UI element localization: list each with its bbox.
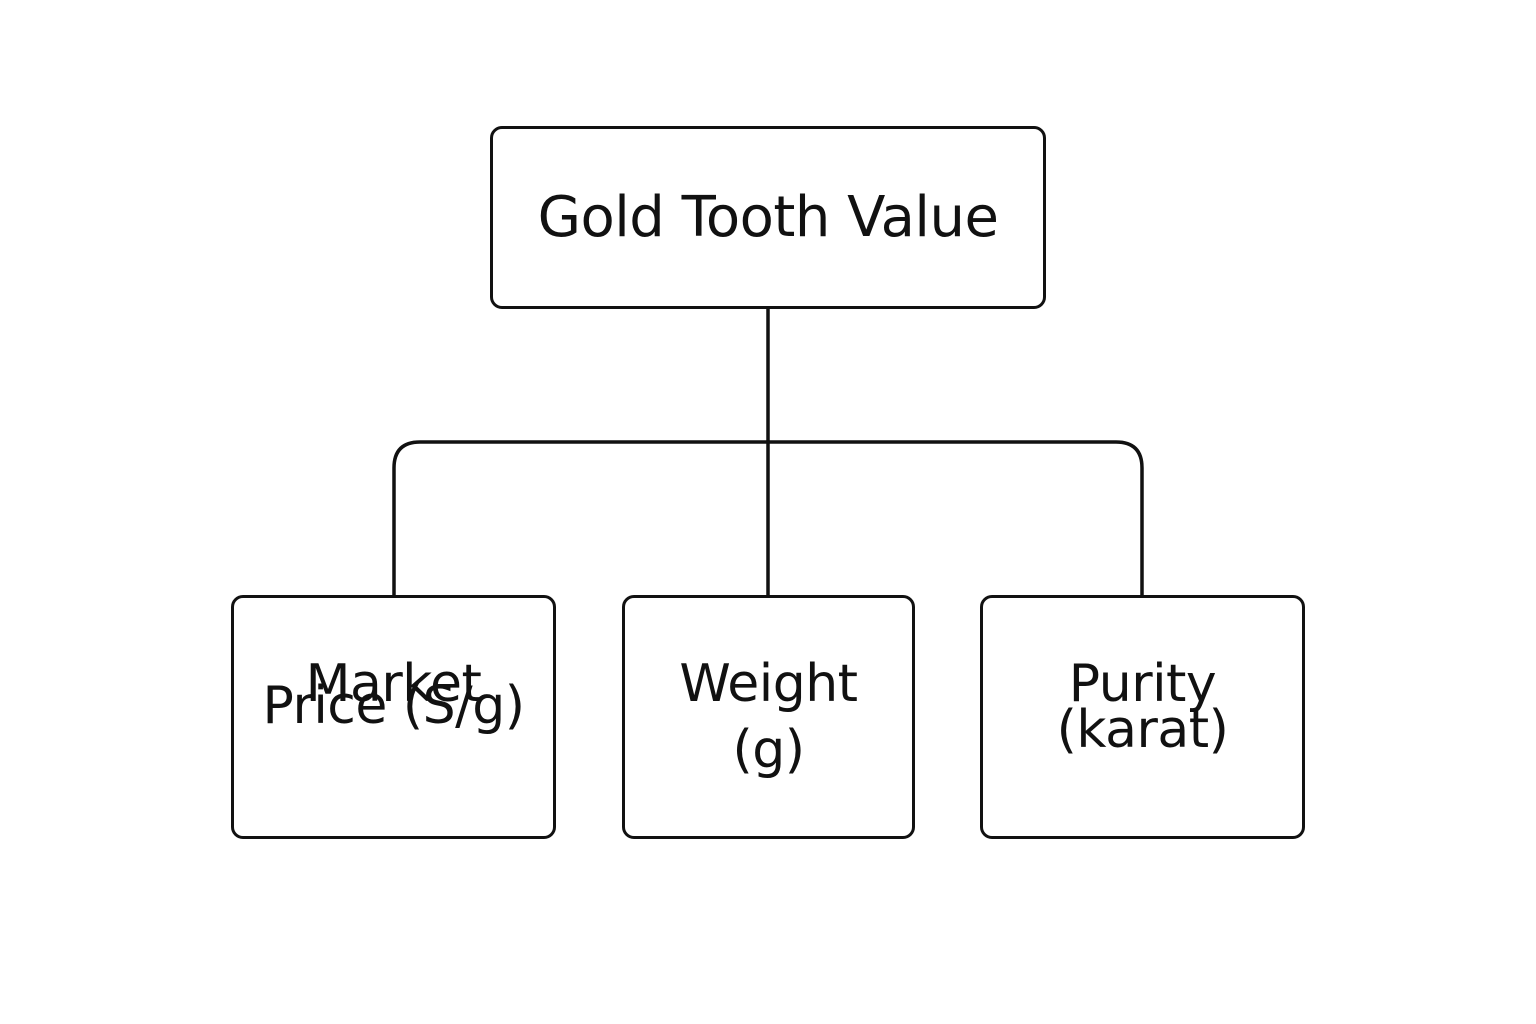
connector-left-branch xyxy=(392,440,768,595)
connector-right-branch xyxy=(768,440,1144,595)
purity-label-line2: (karat) xyxy=(1056,700,1229,760)
purity-node: Purity (karat) xyxy=(980,595,1305,839)
root-node: Gold Tooth Value xyxy=(490,126,1046,309)
purity-label-line1: Purity xyxy=(1068,654,1217,714)
market-price-label-line1: Market xyxy=(305,654,482,714)
market-price-label: Market Price (S/g) xyxy=(263,654,526,739)
market-price-node: Market Price (S/g) xyxy=(231,595,556,839)
weight-label: Weight (g) xyxy=(679,651,858,783)
root-node-label: Gold Tooth Value xyxy=(537,184,999,250)
weight-label-line2: (g) xyxy=(732,720,805,780)
market-price-label-line2: Price (S/g) xyxy=(262,676,526,736)
weight-node: Weight (g) xyxy=(622,595,915,839)
weight-label-line1: Weight xyxy=(679,654,858,714)
purity-label: Purity (karat) xyxy=(1056,654,1229,763)
